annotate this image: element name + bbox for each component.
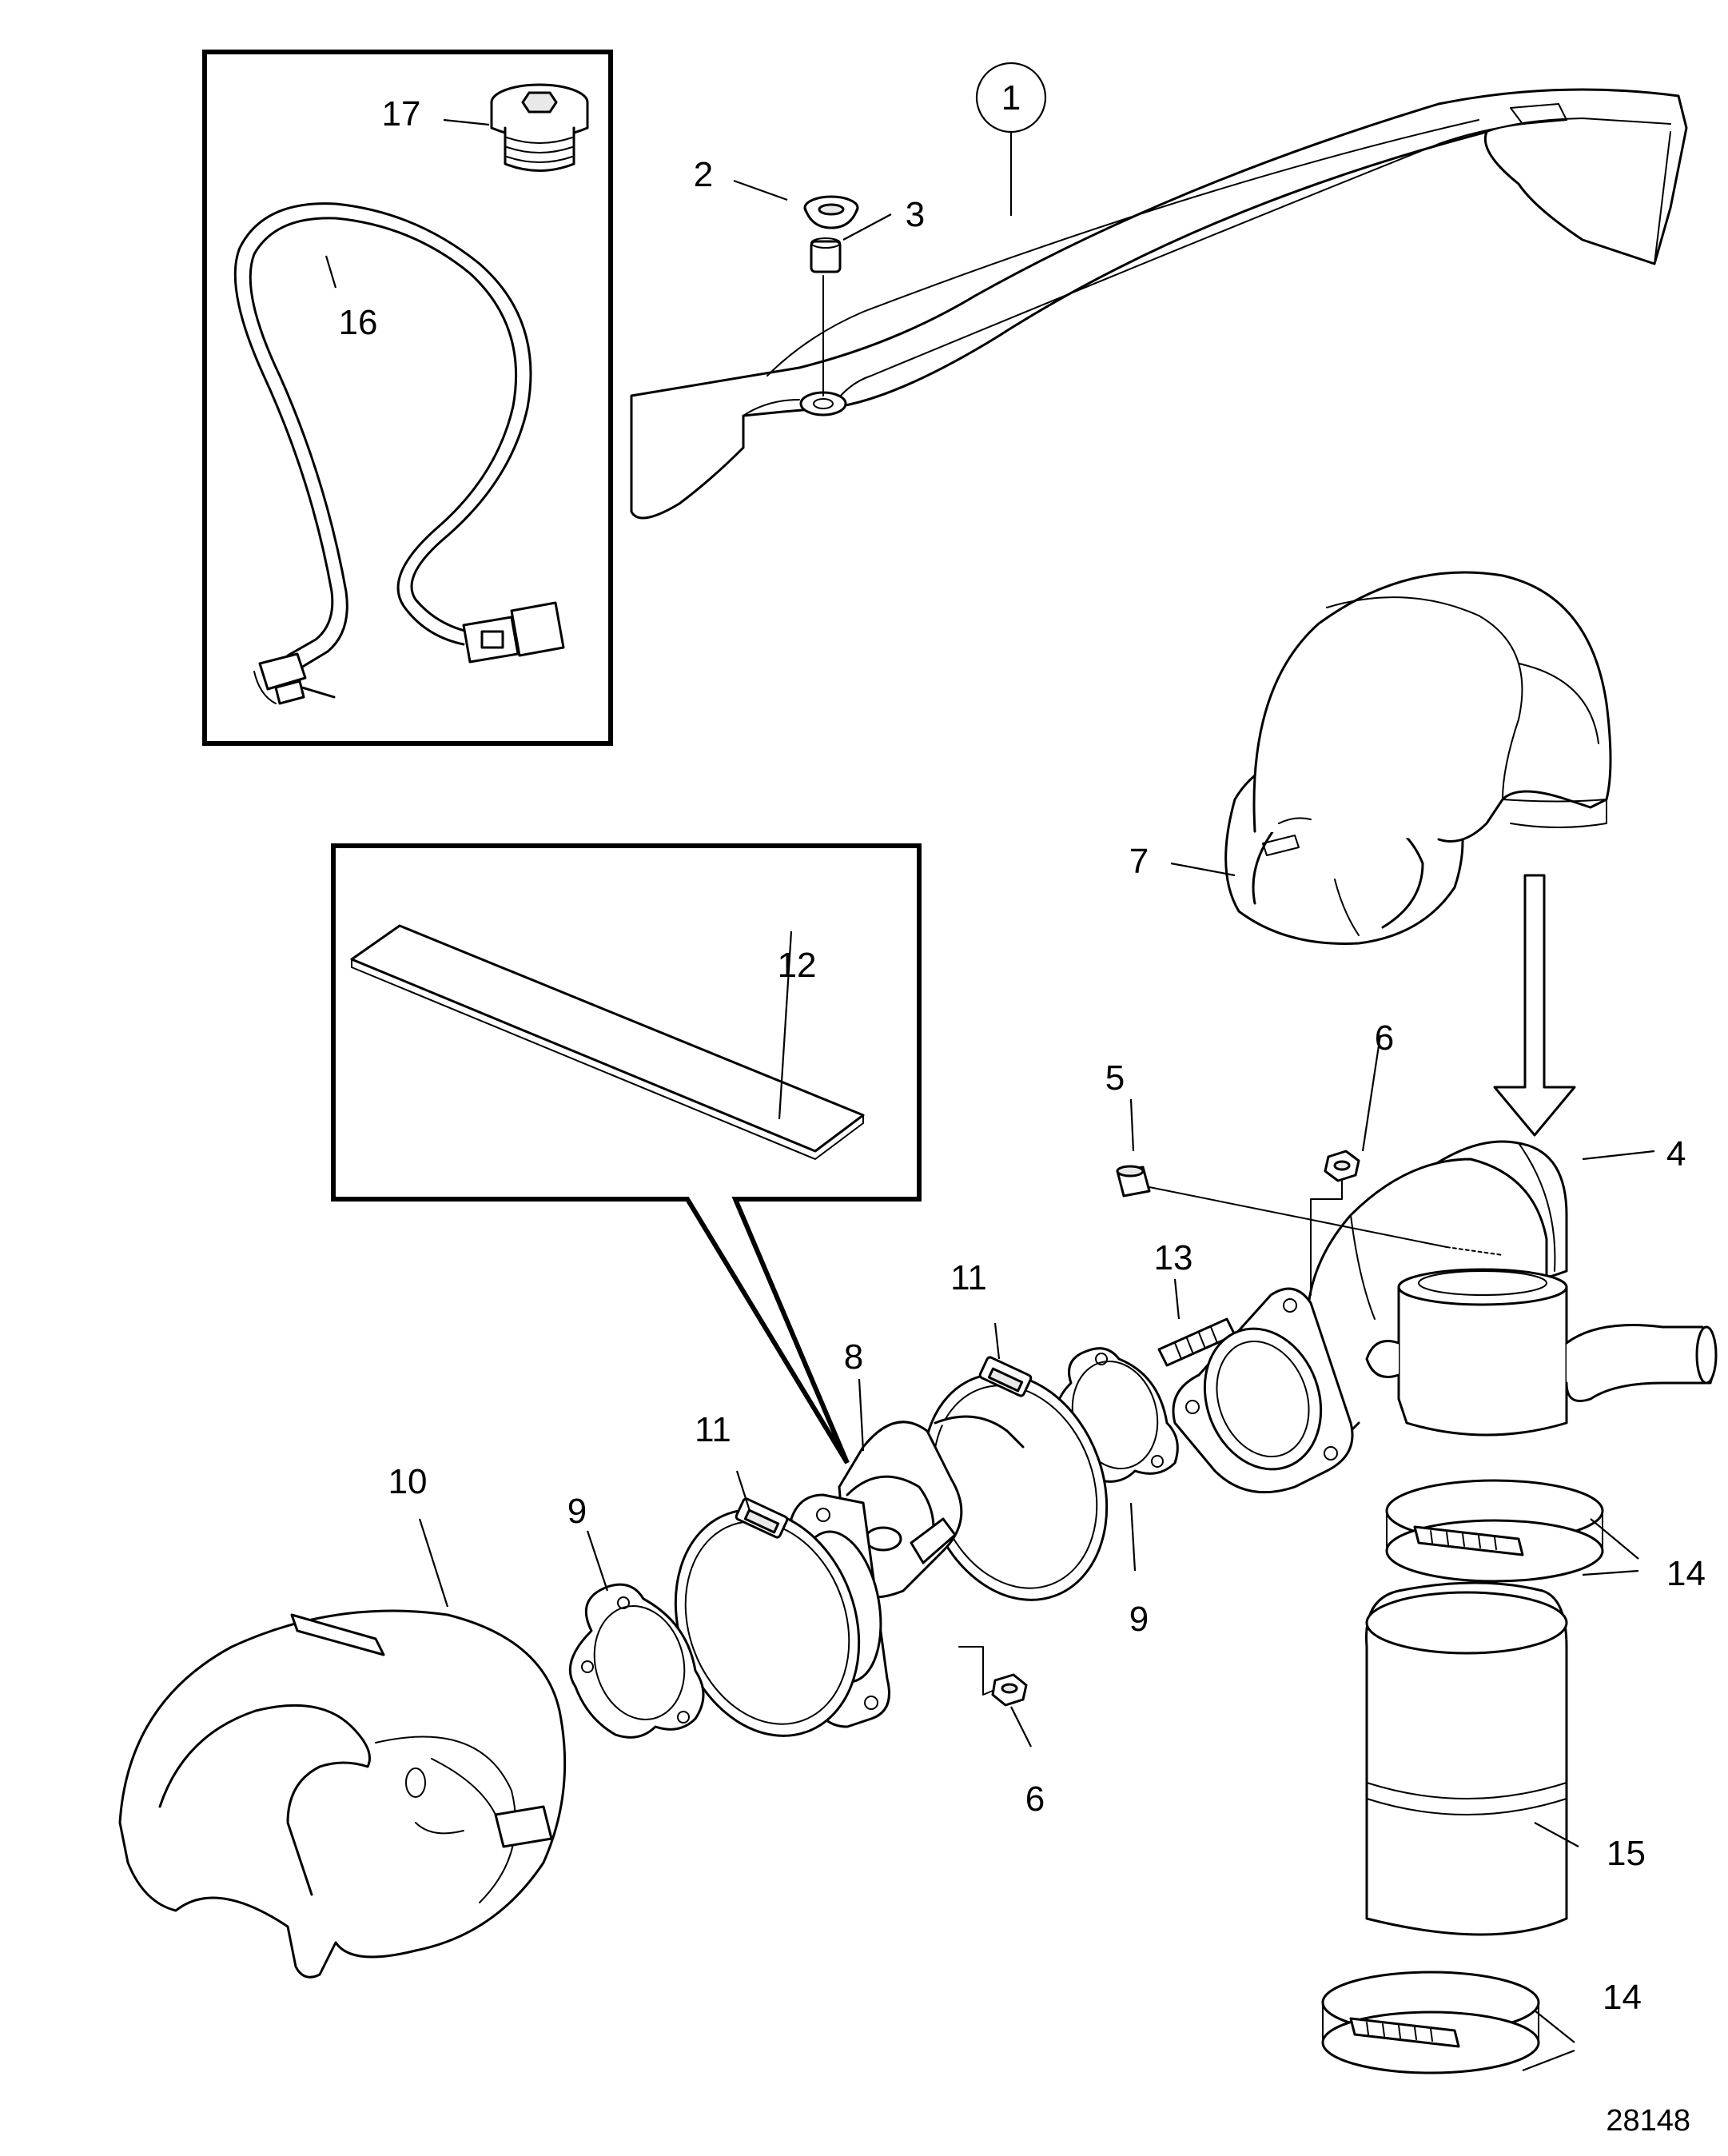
hose-part-15 [1365,1581,1568,1936]
callout-10: 10 [388,1462,428,1501]
hose-clamp-part-14-lower [1321,1971,1540,2074]
callout-9-left: 9 [567,1492,587,1531]
cable-connector [462,601,565,664]
callout-17: 17 [382,94,421,134]
callout-12: 12 [778,946,817,985]
heat-shield-part-1 [630,88,1688,520]
vband-clamp-part-11-left [674,1497,861,1737]
callout-14-upper: 14 [1666,1554,1706,1593]
nut-part-6-lower [958,1646,1028,1707]
insulation-cover-part-10 [118,1609,567,1979]
callout-6-lower: 6 [1025,1779,1045,1819]
callout-14-lower: 14 [1603,1978,1642,2017]
inset-insulation-box [331,843,922,1465]
hose-clamp-part-14-upper [1385,1479,1604,1583]
callout-6-upper: 6 [1375,1018,1394,1058]
callout-8: 8 [844,1337,863,1377]
callout-4: 4 [1666,1134,1686,1174]
sensor-tip [253,652,336,705]
nut-part-6-upper [1310,1150,1360,1296]
direction-arrow [1493,874,1576,1137]
bolt-part-5 [1116,1165,1503,1256]
callout-labels: 1 2 3 4 5 6 6 7 8 9 9 10 11 11 12 13 14 … [339,78,1706,2017]
sleeve-part-3 [810,237,842,397]
exhaust-elbow-part-4 [1306,1140,1718,1437]
callout-15: 15 [1607,1834,1646,1873]
temperature-sensor-cable-16 [233,202,565,705]
callout-13: 13 [1154,1238,1193,1277]
figure-number: 28148 [1606,2104,1690,2138]
leader-lines [324,118,1655,2072]
grommet-part-2 [803,195,859,229]
callout-9-right: 9 [1129,1600,1149,1639]
callout-16: 16 [339,303,378,342]
plug-part-17 [490,83,589,172]
elbow-insulation-part-7 [1224,571,1612,945]
callout-3: 3 [906,195,925,234]
callout-1-circle [975,62,1047,134]
gasket-part-9-left [568,1583,705,1739]
callout-5: 5 [1105,1058,1125,1098]
callout-2: 2 [694,155,713,194]
callout-11-right: 11 [950,1258,987,1297]
elbow-flange [1172,1287,1354,1494]
inset-sensor-box [202,50,613,746]
callout-7: 7 [1129,842,1149,881]
callout-1: 1 [1001,78,1021,118]
callout-11-left: 11 [695,1410,731,1449]
